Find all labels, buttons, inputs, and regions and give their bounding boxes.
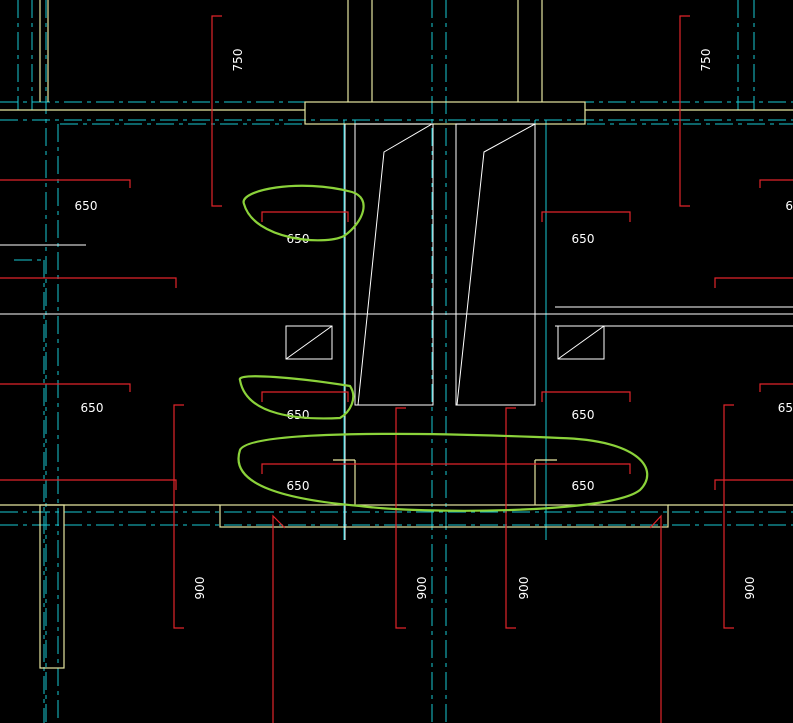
highlight-ellipse-upper (242, 184, 365, 242)
hand-markup (237, 184, 649, 512)
dim-label-650-partial: 6 (785, 199, 793, 213)
dim-label-650: 650 (572, 479, 595, 493)
wall-lines (0, 0, 793, 669)
dim-label-900: 900 (743, 577, 757, 600)
dim-label-900: 900 (193, 577, 207, 600)
dim-label-650: 650 (572, 232, 595, 246)
dim-label-650-partial: 65 (778, 401, 793, 415)
dim-label-750-right: 750 (699, 49, 713, 72)
dim-label-650: 650 (572, 408, 595, 422)
dimension-lines (0, 15, 793, 723)
highlight-ellipse-middle (238, 375, 355, 420)
dim-label-650: 650 (81, 401, 104, 415)
dim-label-900: 900 (517, 577, 531, 600)
dim-label-750-left: 750 (231, 49, 245, 72)
dimension-labels: 750 750 650 650 650 6 650 650 650 65 650… (75, 49, 793, 600)
highlight-ellipse-lower (237, 432, 649, 512)
dim-label-900: 900 (415, 577, 429, 600)
stair-lines (0, 123, 793, 540)
dim-label-650: 650 (75, 199, 98, 213)
dim-label-650: 650 (287, 479, 310, 493)
